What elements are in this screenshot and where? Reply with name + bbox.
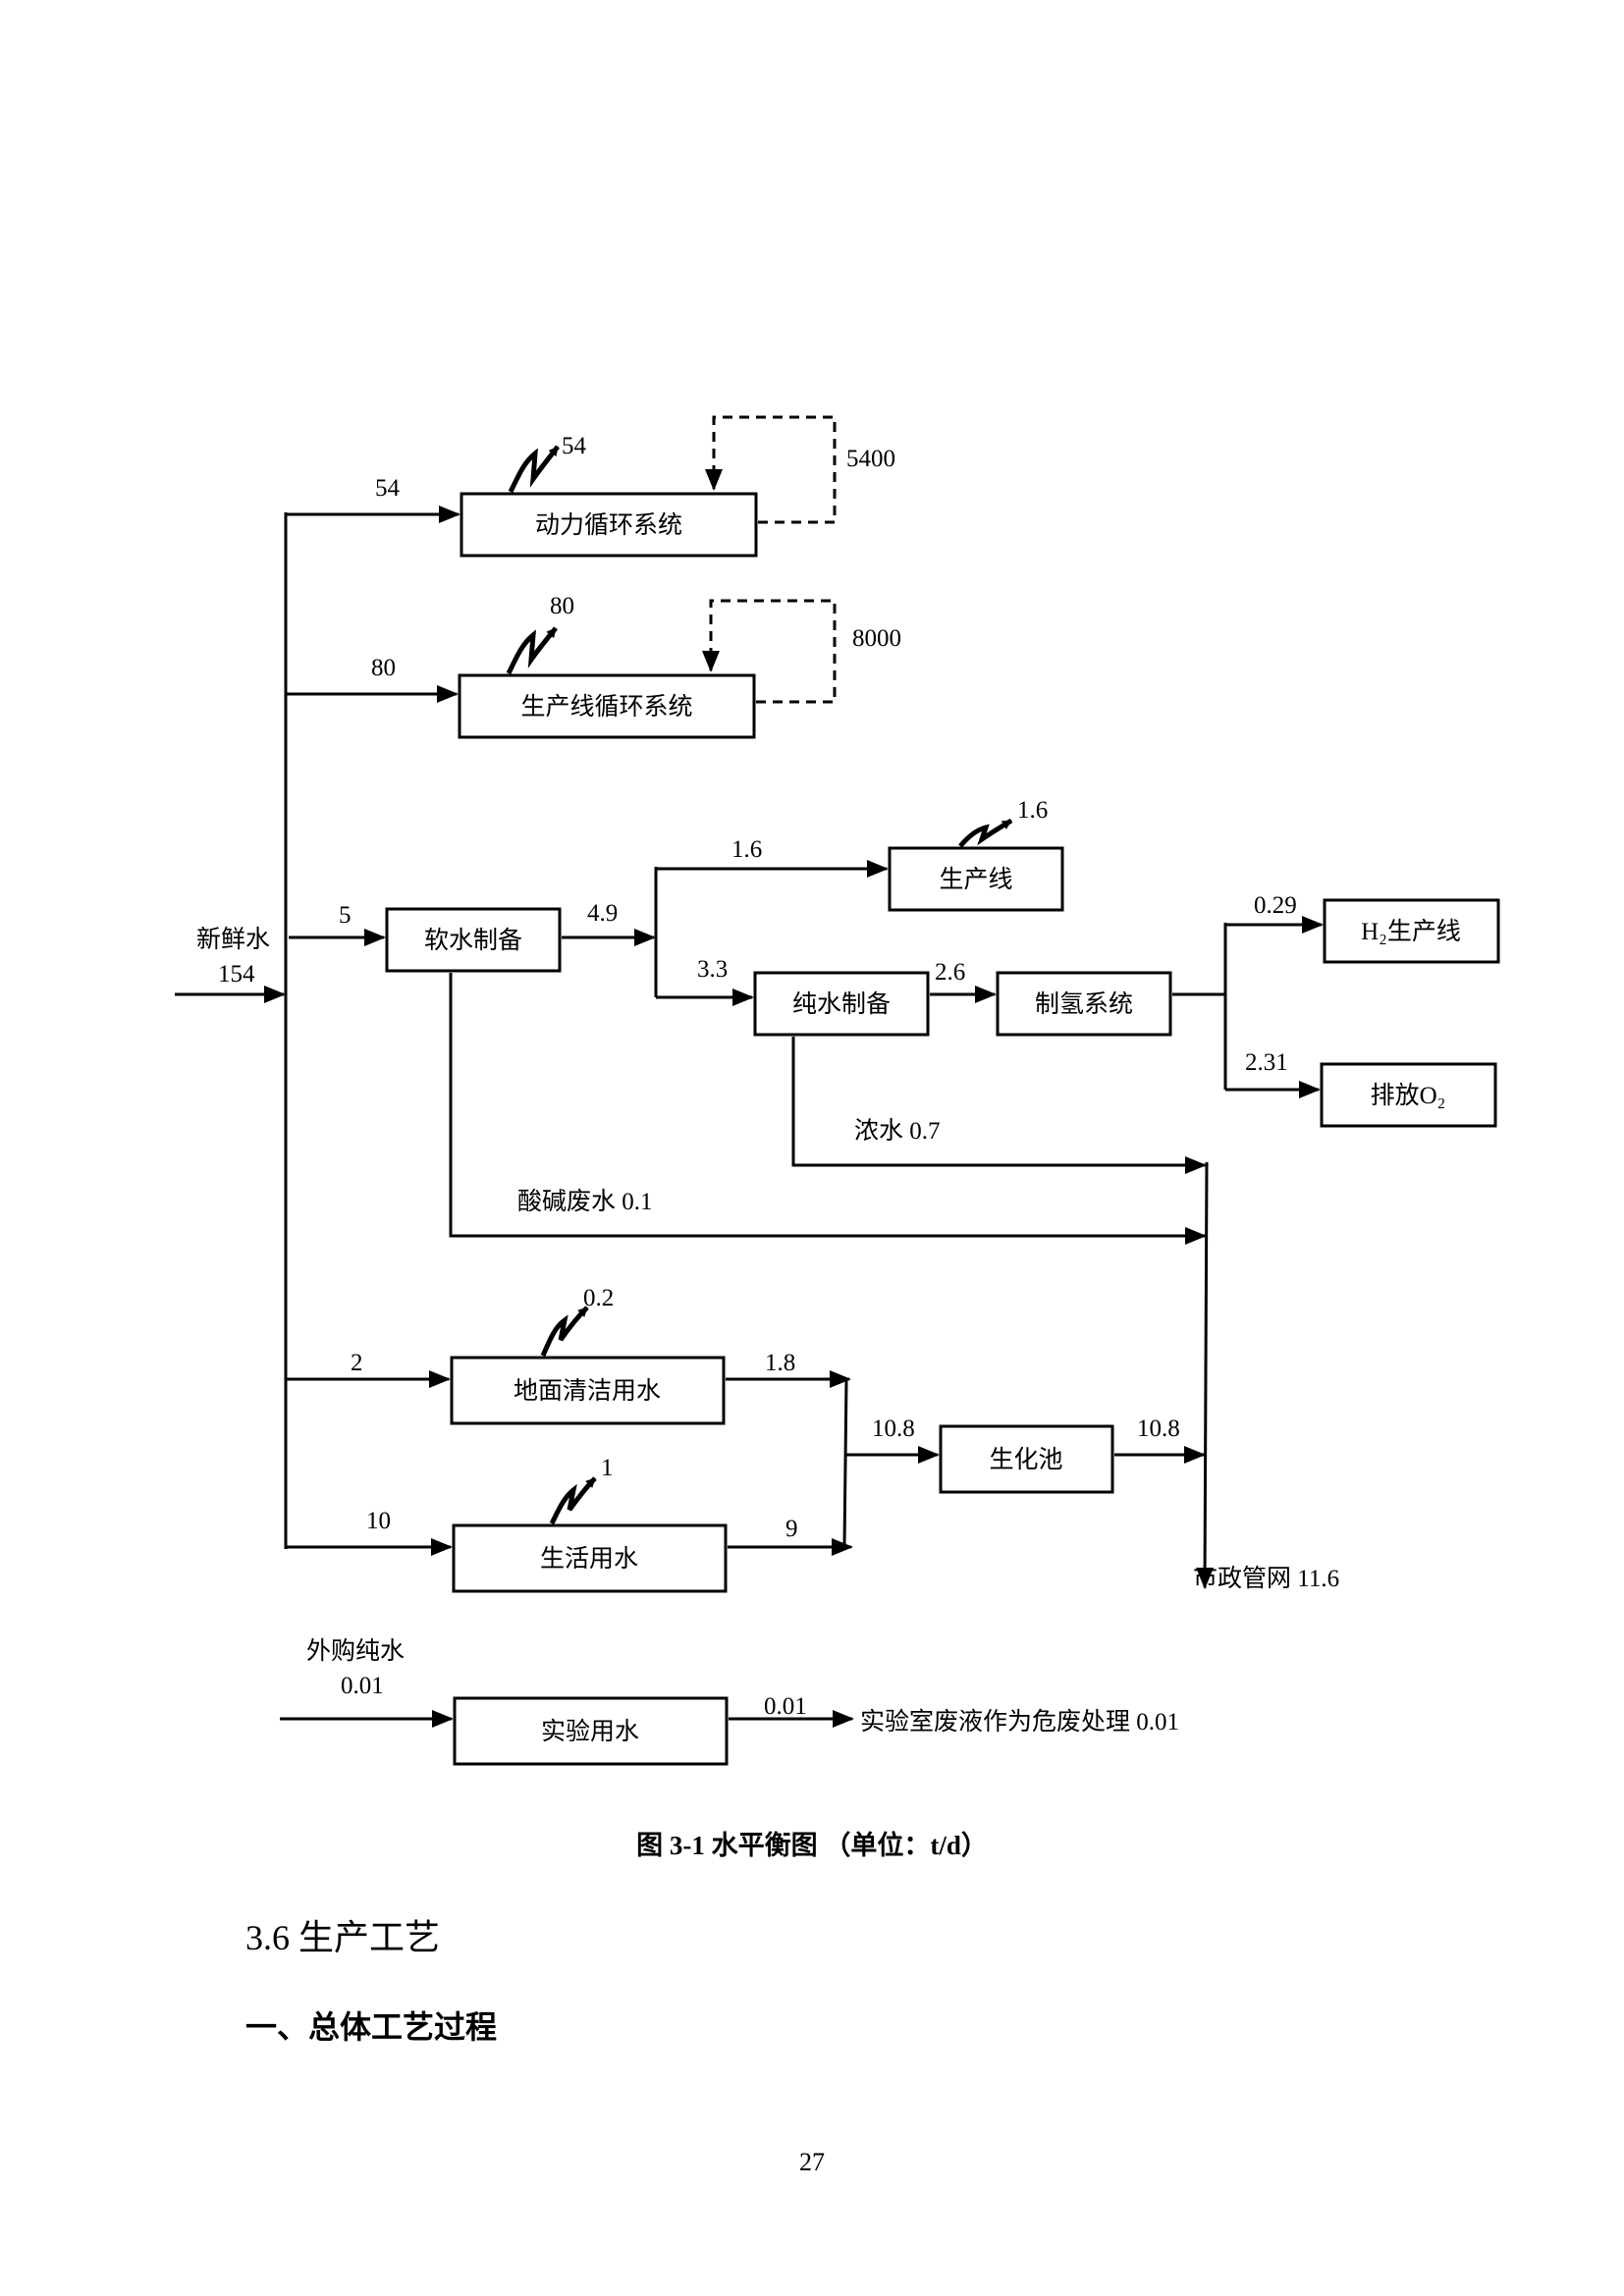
- box-floor-cleaning: [450, 1356, 726, 1425]
- flow-domestic-out-label: 9: [785, 1516, 798, 1542]
- box-bio-tank-label: 生化池: [989, 1446, 1062, 1473]
- box-lab-label: 实验用水: [541, 1718, 639, 1745]
- evaporation-arrow-floor: [540, 1306, 589, 1358]
- box-soft-water-label: 软水制备: [424, 927, 522, 954]
- evaporation-arrow-line: [506, 626, 558, 675]
- evaporation-arrow-power: [508, 445, 560, 494]
- box-production-line: [888, 846, 1064, 912]
- merge-line: [842, 1378, 848, 1548]
- flow-lab-out-label: 0.01: [764, 1693, 807, 1720]
- box-floor-cleaning-label: 地面清洁用水: [514, 1377, 661, 1405]
- flow-to-domestic-label: 10: [366, 1508, 391, 1534]
- floor-loss-label: 0.2: [583, 1285, 614, 1311]
- power-recycle-loop: [705, 415, 837, 524]
- water-balance-diagram: 新鲜水 154 54 动力循环系统 54 5400 80 生产线循环系统 80 …: [175, 415, 1500, 1766]
- power-recycle-label: 5400: [846, 446, 895, 472]
- domestic-loss-label: 1: [601, 1455, 614, 1481]
- box-pure-water: [753, 971, 930, 1037]
- source-value-text: 154: [218, 961, 255, 988]
- flow-pure-out-label: 2.6: [935, 959, 965, 986]
- box-domestic: [452, 1523, 728, 1593]
- box-production-line-label: 生产线: [939, 866, 1012, 893]
- municipal-line: [1196, 1161, 1215, 1589]
- flow-to-bio-label: 10.8: [872, 1415, 915, 1442]
- purchased-value: 0.01: [341, 1673, 384, 1699]
- flow-to-line-label: 80: [371, 655, 396, 681]
- box-soft-water: [385, 907, 562, 973]
- box-h2-line: [1323, 898, 1500, 964]
- municipal-label: 市政管网 11.6: [1193, 1565, 1339, 1592]
- purchased-label: 外购纯水: [306, 1637, 405, 1665]
- flow-floor-out-label: 1.8: [765, 1350, 795, 1376]
- flow-to-h2-label: 0.29: [1254, 892, 1297, 919]
- flow-concentrate-label: 浓水 0.7: [854, 1117, 941, 1145]
- lab-waste-label: 实验室废液作为危废处理 0.01: [860, 1708, 1179, 1735]
- evaporation-arrow-domestic: [549, 1476, 597, 1525]
- box-hydrogen-system-label: 制氢系统: [1035, 990, 1133, 1018]
- prod-loss-label: 1.6: [1017, 797, 1048, 824]
- box-o2-discharge-label: 排放O₂: [1371, 1082, 1446, 1109]
- box-lab: [453, 1696, 729, 1766]
- box-power-cycle-label: 动力循环系统: [535, 511, 682, 539]
- flow-concentrate: [791, 1037, 1207, 1174]
- page-number: 27: [799, 2148, 825, 2176]
- box-o2-discharge: [1320, 1062, 1497, 1128]
- subsection-heading: 一、总体工艺过程: [245, 2009, 498, 2045]
- flow-soft-out-label: 4.9: [587, 900, 618, 927]
- section-heading: 3.6 生产工艺: [245, 1918, 441, 1957]
- power-loss-label: 54: [562, 433, 587, 459]
- box-line-cycle-label: 生产线循环系统: [520, 693, 692, 721]
- flow-acid-base: [449, 973, 1207, 1245]
- box-pure-water-label: 纯水制备: [792, 990, 891, 1018]
- line-recycle-loop: [702, 599, 837, 704]
- box-h2-line-label: H₂生产线: [1361, 918, 1461, 945]
- box-line-cycle: [458, 673, 756, 739]
- line-loss-label: 80: [550, 593, 574, 619]
- box-bio-tank: [939, 1424, 1114, 1494]
- flow-acid-base-label: 酸碱废水 0.1: [517, 1188, 653, 1215]
- flow-bio-out-label: 10.8: [1137, 1415, 1180, 1442]
- flow-to-o2-label: 2.31: [1245, 1049, 1288, 1076]
- figure-caption: 图 3-1 水平衡图 （单位：t/d）: [636, 1831, 988, 1860]
- box-hydrogen-system: [996, 971, 1172, 1037]
- flow-to-power-label: 54: [375, 475, 401, 502]
- flow-to-soft-label: 5: [339, 902, 352, 929]
- flow-to-prod-label: 1.6: [731, 836, 762, 863]
- box-domestic-label: 生活用水: [540, 1545, 638, 1573]
- source-label: 新鲜水: [196, 926, 270, 953]
- evaporation-arrow-prod: [958, 818, 1013, 848]
- flow-to-pure-label: 3.3: [697, 956, 728, 983]
- box-power-cycle: [460, 492, 758, 558]
- line-recycle-label: 8000: [852, 625, 901, 652]
- flow-to-floor-label: 2: [351, 1350, 363, 1376]
